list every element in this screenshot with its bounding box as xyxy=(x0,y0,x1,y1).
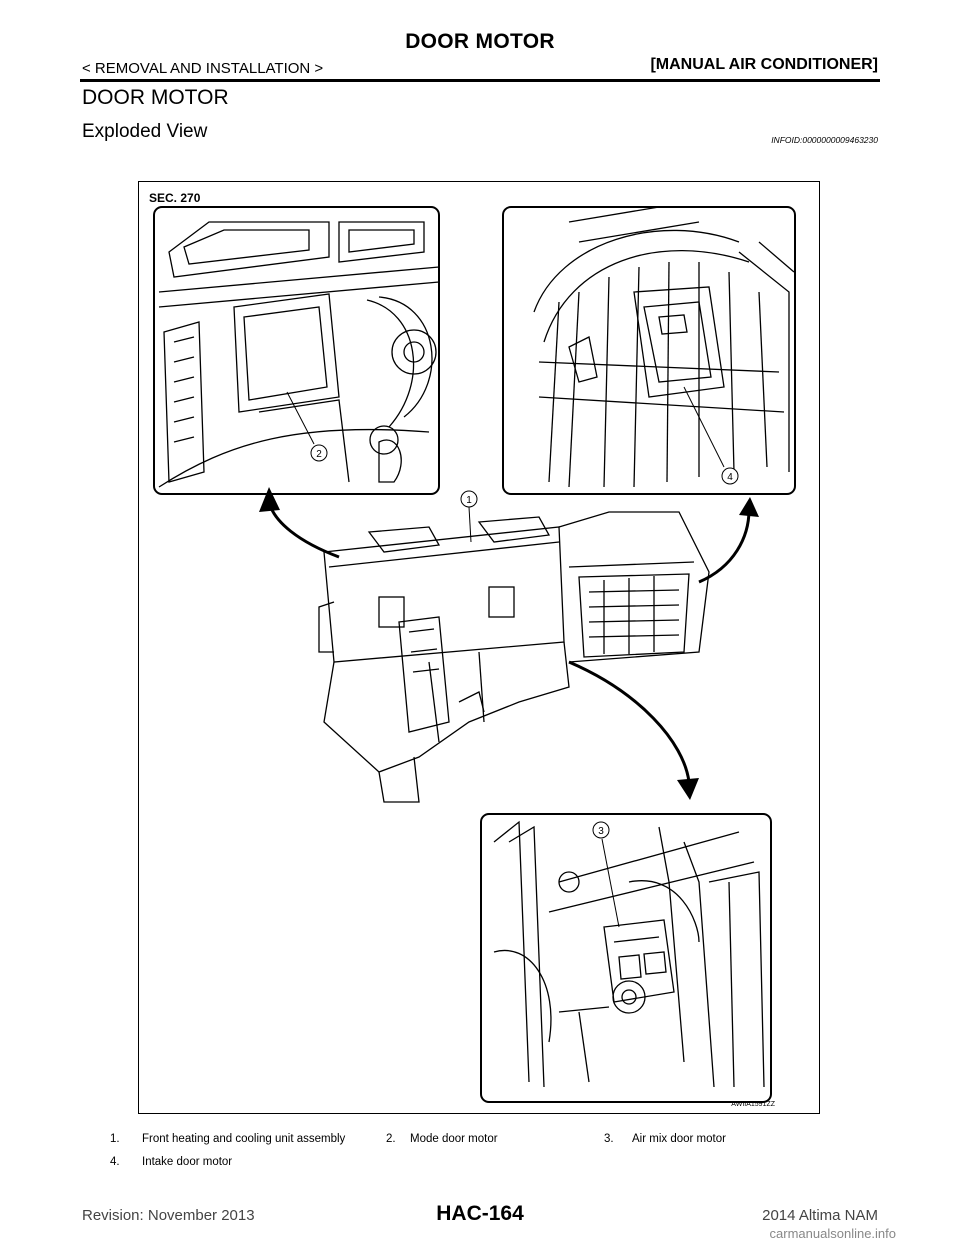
callout-3: 3 xyxy=(598,826,604,837)
legend-text-2: Mode door motor xyxy=(410,1133,498,1145)
sec-label: SEC. 270 xyxy=(149,191,201,205)
header-section-label: < REMOVAL AND INSTALLATION > xyxy=(82,60,324,77)
exploded-view-illustration: SEC. 270 xyxy=(149,191,796,1108)
footer-page-number: HAC-164 xyxy=(436,1202,524,1225)
subsection-title: Exploded View xyxy=(82,121,208,142)
callout-1: 1 xyxy=(466,495,472,506)
exploded-view-figure: SEC. 270 xyxy=(138,181,820,1114)
legend-text-4: Intake door motor xyxy=(142,1156,233,1168)
arrow-to-air-mix-door-motor xyxy=(568,660,699,800)
callout-4: 4 xyxy=(727,472,733,483)
legend-num-1: 1. xyxy=(110,1133,120,1145)
watermark-text: carmanualsonline.info xyxy=(769,1226,896,1241)
inset-intake-door-motor: 4 xyxy=(502,206,796,495)
legend-num-2: 2. xyxy=(386,1133,396,1145)
arrow-to-mode-door-motor xyxy=(259,487,340,559)
arrow-to-intake-door-motor xyxy=(698,497,759,584)
legend-num-3: 3. xyxy=(604,1133,614,1145)
info-id: INFOID:0000000009463230 xyxy=(771,135,878,145)
callout-2: 2 xyxy=(316,449,322,460)
legend-text-1: Front heating and cooling unit assembly xyxy=(142,1133,346,1145)
header-system-label: [MANUAL AIR CONDITIONER] xyxy=(650,56,878,73)
inset-mode-door-motor: 2 xyxy=(153,206,440,495)
figure-code: AWIIA1591ZZ xyxy=(731,1101,775,1108)
footer-revision: Revision: November 2013 xyxy=(82,1207,255,1224)
legend-num-4: 4. xyxy=(110,1156,120,1168)
heating-cooling-unit-assembly: 1 xyxy=(318,490,710,803)
legend-text-3: Air mix door motor xyxy=(632,1133,726,1145)
header-rule xyxy=(80,79,880,82)
section-title: DOOR MOTOR xyxy=(82,86,229,109)
footer-model: 2014 Altima NAM xyxy=(762,1207,878,1224)
inset-air-mix-door-motor: 3 xyxy=(480,813,772,1103)
page-header-title: DOOR MOTOR xyxy=(405,30,555,53)
